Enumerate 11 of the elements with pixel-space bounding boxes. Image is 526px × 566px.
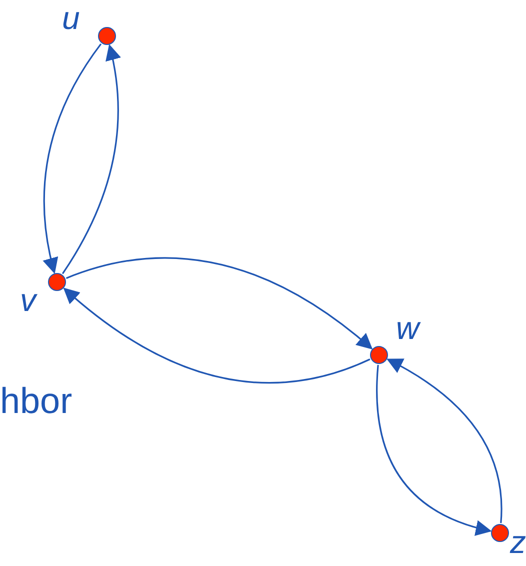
vertex-label: u xyxy=(62,2,80,34)
vertex-label: v xyxy=(20,284,36,316)
arrow xyxy=(66,257,373,350)
arrow xyxy=(386,358,502,524)
arrow xyxy=(43,43,102,274)
vertex-label: w xyxy=(396,312,420,344)
arrow xyxy=(62,44,121,274)
arrow xyxy=(376,364,492,536)
arrow xyxy=(63,288,370,384)
slide-text: hbor xyxy=(0,383,72,419)
vertex-label: z xyxy=(510,526,526,558)
